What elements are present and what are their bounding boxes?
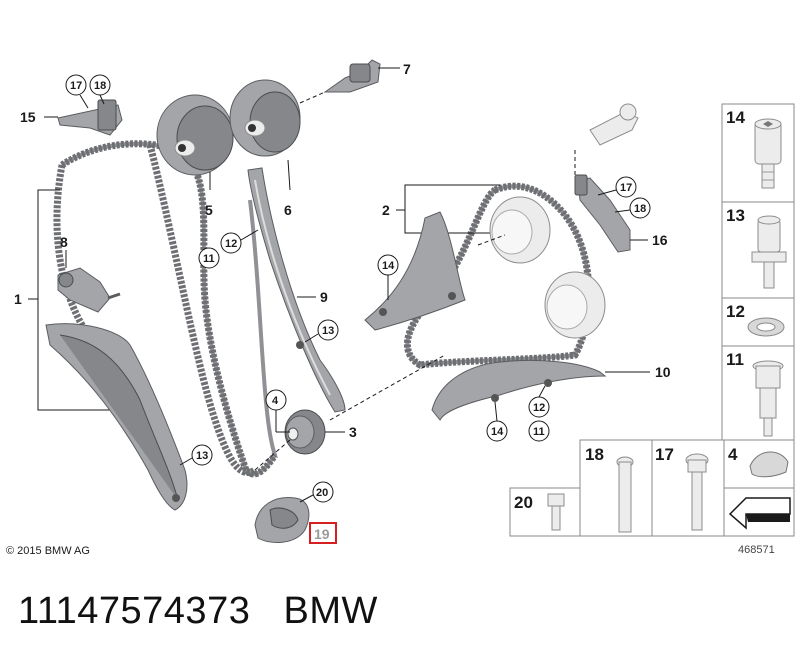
callout-17-top[interactable]: 17 — [70, 80, 82, 92]
callout-12-lower[interactable]: 12 — [533, 402, 545, 414]
callout-15[interactable]: 15 — [20, 109, 36, 125]
side-panel-14[interactable]: 14 — [721, 103, 795, 203]
callout-19[interactable]: 19 — [314, 526, 330, 542]
side-panel-17[interactable]: 17 — [651, 439, 725, 537]
guide-rail-9 — [247, 167, 346, 413]
callout-8[interactable]: 8 — [60, 234, 68, 250]
callout-10[interactable]: 10 — [655, 364, 671, 380]
panel-label-4: 4 — [728, 445, 738, 464]
callout-6[interactable]: 6 — [284, 202, 292, 218]
chain-guide-bracket-15 — [57, 99, 123, 136]
callout-11-lower[interactable]: 11 — [533, 426, 545, 438]
chain-guide-16 — [574, 174, 631, 253]
brand-name: BMW — [283, 590, 378, 632]
callout-17-right[interactable]: 17 — [620, 182, 632, 194]
callout-11-upper[interactable]: 11 — [203, 253, 215, 265]
vanos-right-lower — [544, 271, 606, 339]
copyright-label: © 2015 BMW AG — [6, 545, 90, 557]
chain-tensioner-8 — [57, 267, 121, 313]
panel-label-20: 20 — [514, 493, 533, 512]
part-number: 11147574373 — [18, 590, 251, 632]
callout-3[interactable]: 3 — [349, 424, 357, 440]
panel-label-11: 11 — [726, 350, 744, 369]
panel-label-18: 18 — [585, 445, 604, 464]
callout-7[interactable]: 7 — [403, 61, 411, 77]
side-panel-11[interactable]: 11 — [721, 345, 795, 441]
callout-13-mid[interactable]: 13 — [322, 325, 334, 337]
callout-5[interactable]: 5 — [205, 202, 213, 218]
callout-18-top[interactable]: 18 — [94, 80, 106, 92]
tensioning-rail-left — [45, 323, 188, 511]
vanos-unit-exhaust — [229, 79, 301, 157]
callout-16[interactable]: 16 — [652, 232, 668, 248]
panel-label-12: 12 — [726, 302, 745, 321]
callout-14-upper[interactable]: 14 — [382, 260, 395, 272]
chain-guide-14-upper — [364, 211, 466, 331]
group-bracket-1: 1 — [14, 189, 115, 411]
callout-4[interactable]: 4 — [272, 395, 279, 407]
reference-id: 468571 — [738, 544, 775, 556]
tensioner-plunger-7 — [323, 59, 381, 93]
side-panel-13[interactable]: 13 — [721, 201, 795, 299]
side-panel-12[interactable]: 12 — [721, 297, 795, 347]
side-panel-18[interactable]: 18 — [579, 439, 653, 537]
callout-9[interactable]: 9 — [320, 289, 328, 305]
vanos-unit-intake — [156, 94, 234, 176]
panel-label-14: 14 — [726, 108, 745, 127]
vanos-right-upper — [489, 196, 551, 264]
sprocket-half-19 — [254, 496, 310, 543]
callout-13-left[interactable]: 13 — [196, 450, 208, 462]
panel-label-13: 13 — [726, 206, 745, 225]
side-panel-4[interactable]: 4 — [723, 439, 795, 489]
group-bracket-2: 2 — [382, 184, 500, 234]
high-pressure-plunger — [589, 103, 639, 146]
callout-14-lower[interactable]: 14 — [491, 426, 504, 438]
part-title: 11147574373 BMW — [18, 590, 378, 633]
callout-2[interactable]: 2 — [382, 202, 390, 218]
crankshaft-sprocket-3 — [284, 409, 326, 455]
panel-label-17: 17 — [655, 445, 674, 464]
callout-12-upper[interactable]: 12 — [225, 238, 237, 250]
side-panel-20[interactable]: 20 — [509, 487, 581, 537]
callout-20[interactable]: 20 — [316, 487, 328, 499]
callout-18-right[interactable]: 18 — [634, 203, 646, 215]
guide-rail-10 — [431, 359, 607, 421]
side-panel-arrow — [723, 487, 795, 537]
highlight-box-19[interactable] — [309, 522, 337, 544]
callout-1[interactable]: 1 — [14, 291, 22, 307]
